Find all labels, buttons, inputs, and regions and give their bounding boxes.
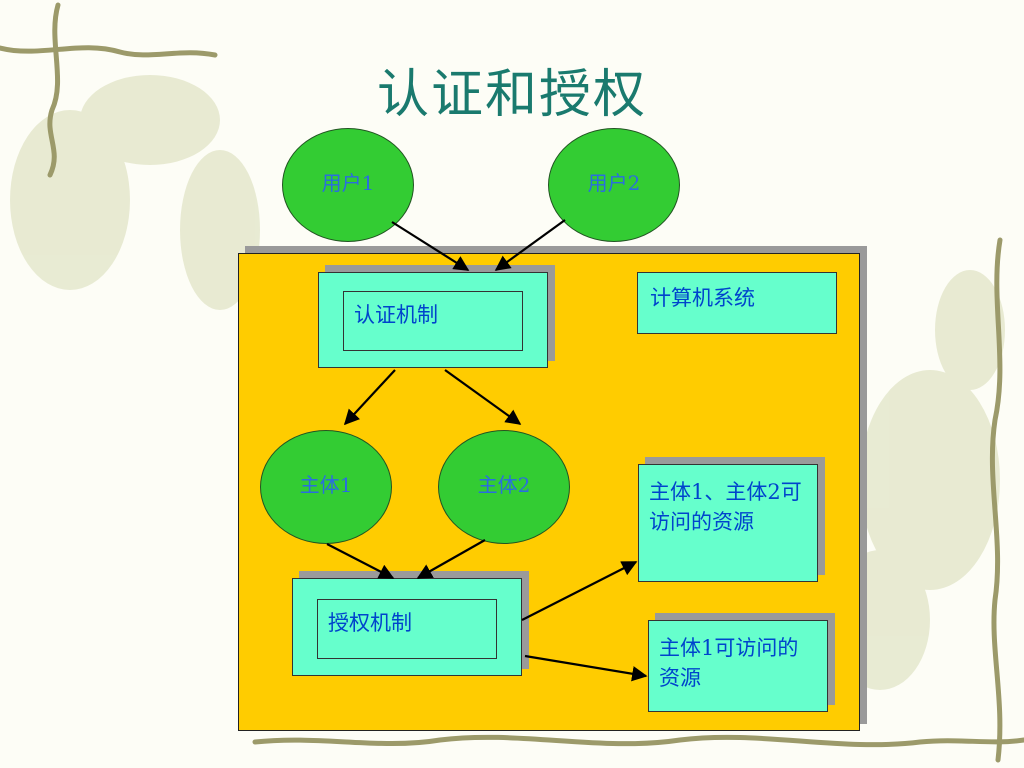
system-label: 计算机系统: [650, 286, 755, 310]
resource-both-box: 主体1、主体2可访问的资源: [638, 464, 818, 582]
auth-mechanism-inner: 认证机制: [343, 291, 523, 351]
user-2-node: 用户2: [548, 128, 680, 242]
resource-both-label: 主体1、主体2可访问的资源: [649, 480, 802, 534]
user-1-node: 用户1: [282, 128, 414, 242]
system-label-box: 计算机系统: [637, 272, 837, 334]
page-title: 认证和授权: [376, 65, 647, 125]
user-2-label: 用户2: [587, 171, 641, 195]
subject-1-label: 主体1: [299, 473, 353, 497]
resource-one-box: 主体1可访问的资源: [648, 620, 828, 712]
auth-mechanism-label: 认证机制: [354, 303, 438, 327]
user-1-label: 用户1: [321, 171, 375, 195]
subject-2-label: 主体2: [477, 473, 531, 497]
authorization-mechanism-box: 授权机制: [292, 578, 522, 676]
authorization-mechanism-label: 授权机制: [328, 611, 412, 635]
authorization-mechanism-inner: 授权机制: [317, 599, 497, 659]
subject-2-node: 主体2: [438, 430, 570, 544]
subject-1-node: 主体1: [260, 430, 392, 544]
auth-mechanism-box: 认证机制: [318, 272, 548, 368]
resource-one-label: 主体1可访问的资源: [659, 636, 799, 690]
